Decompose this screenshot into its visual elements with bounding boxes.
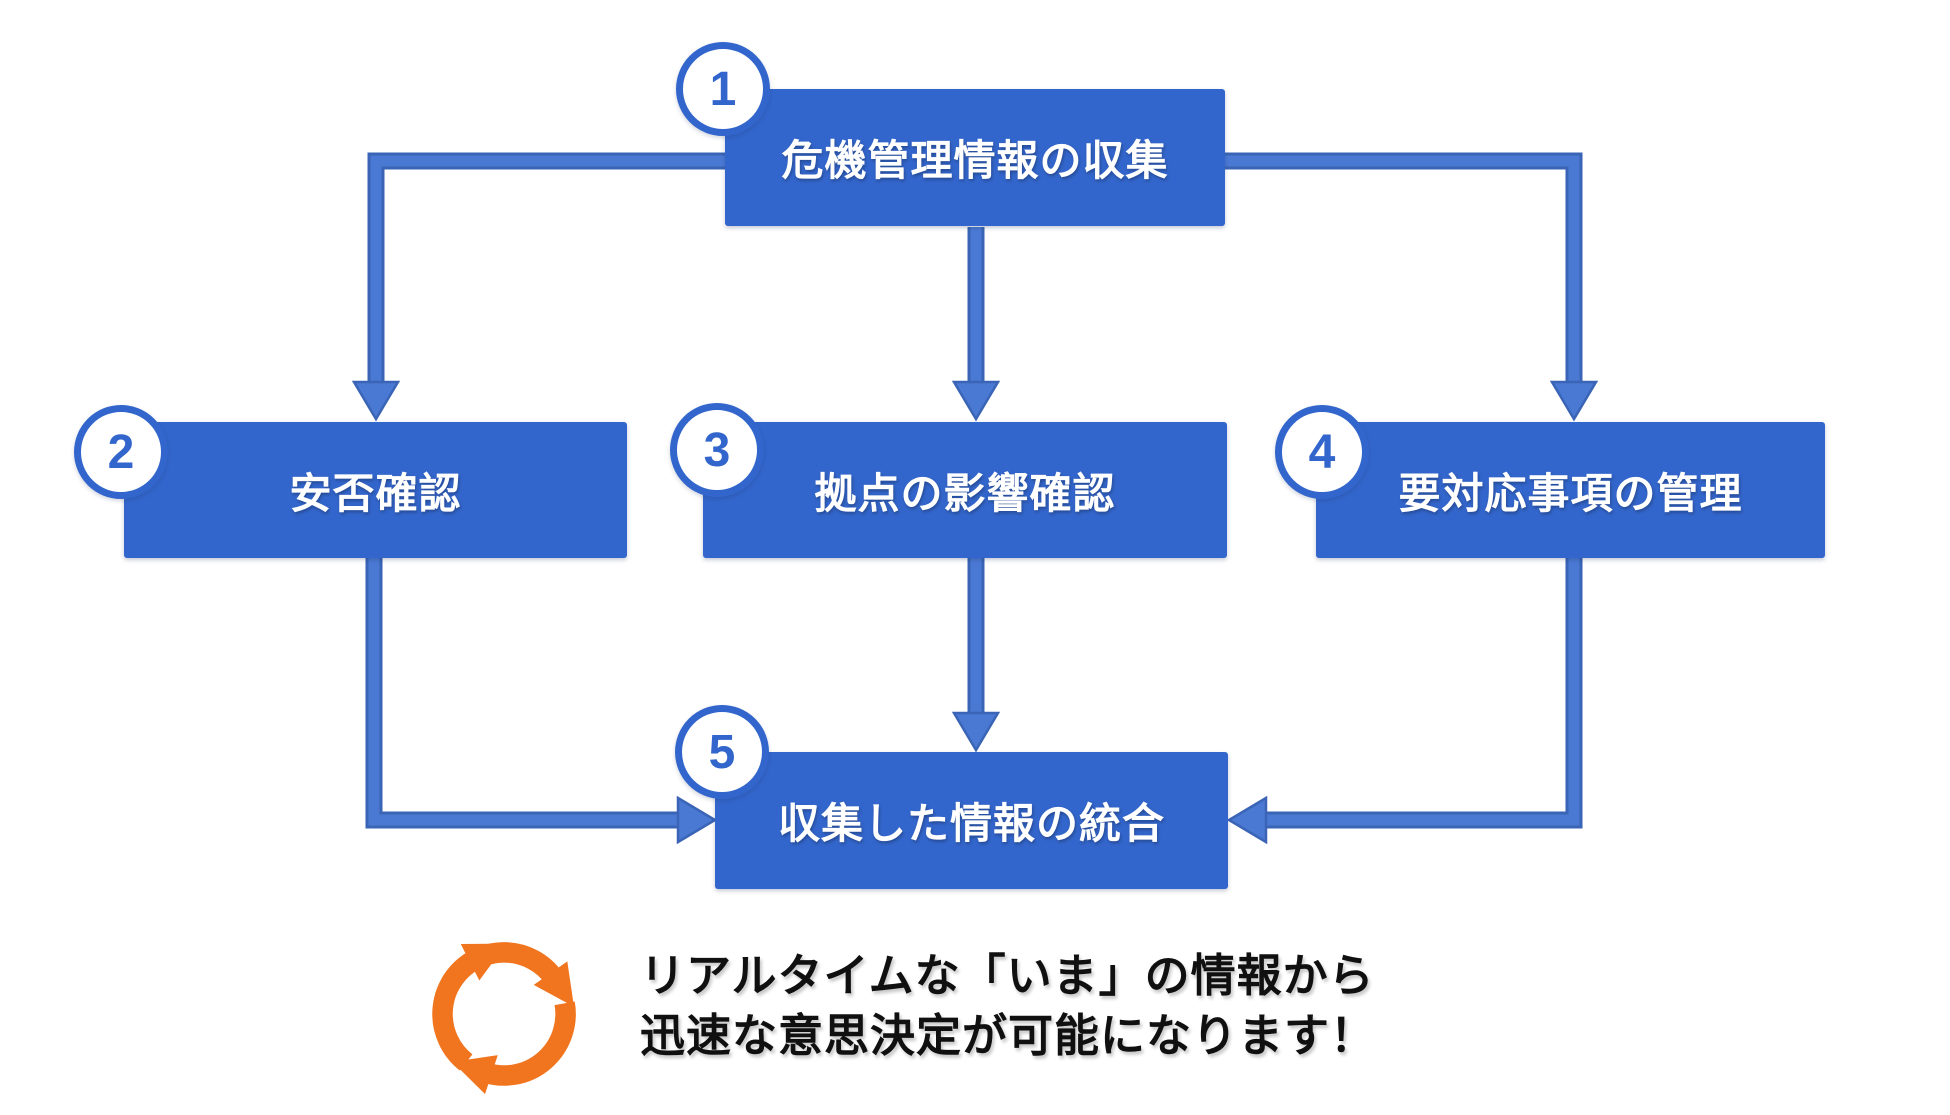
step-number-badge-3: 3 — [670, 403, 764, 497]
step-number-badge-2: 2 — [74, 405, 168, 499]
flow-step-box-4: 4 要対応事項の管理 — [1275, 405, 1825, 558]
flow-step-box-1: 1 危機管理情報の収集 — [676, 42, 1225, 226]
arrowhead-left-icon — [1226, 795, 1268, 845]
step-number-badge-4: 4 — [1275, 405, 1369, 499]
flow-step-box-3: 3 拠点の影響確認 — [670, 403, 1227, 558]
connector-step4-to-step5 — [1226, 557, 1583, 845]
step-label-2: 安否確認 — [289, 469, 462, 517]
arrowhead-right-icon — [676, 795, 718, 845]
connector-step1-to-step4 — [1225, 152, 1599, 422]
footer-note-line-1: リアルタイムな「いま」の情報から — [640, 950, 1375, 1001]
footer-note-line-2: 迅速な意思決定が可能になります！ — [640, 1010, 1377, 1061]
step-label-3: 拠点の影響確認 — [814, 469, 1116, 517]
cycle-arrows-icon — [432, 942, 576, 1095]
arrowhead-down-icon — [1549, 380, 1599, 422]
connector-step1-to-step3 — [951, 227, 1001, 422]
step-number-badge-1: 1 — [676, 42, 770, 136]
connector-step1-to-step2 — [351, 152, 725, 422]
arrowhead-down-icon — [351, 380, 401, 422]
step-label-4: 要対応事項の管理 — [1398, 469, 1743, 517]
connector-step2-to-step5 — [365, 557, 718, 845]
step-number-badge-5: 5 — [675, 705, 769, 799]
flow-step-box-2: 2 安否確認 — [74, 405, 627, 558]
arrowhead-down-icon — [951, 380, 1001, 422]
arrowhead-down-icon — [951, 711, 1001, 753]
step-label-5: 収集した情報の統合 — [777, 800, 1165, 847]
step-label-1: 危機管理情報の収集 — [781, 137, 1169, 184]
connector-step3-to-step5 — [951, 557, 1001, 753]
footer-note: リアルタイムな「いま」の情報から 迅速な意思決定が可能になります！ — [640, 946, 1376, 1066]
flow-step-box-5: 5 収集した情報の統合 — [675, 705, 1228, 889]
